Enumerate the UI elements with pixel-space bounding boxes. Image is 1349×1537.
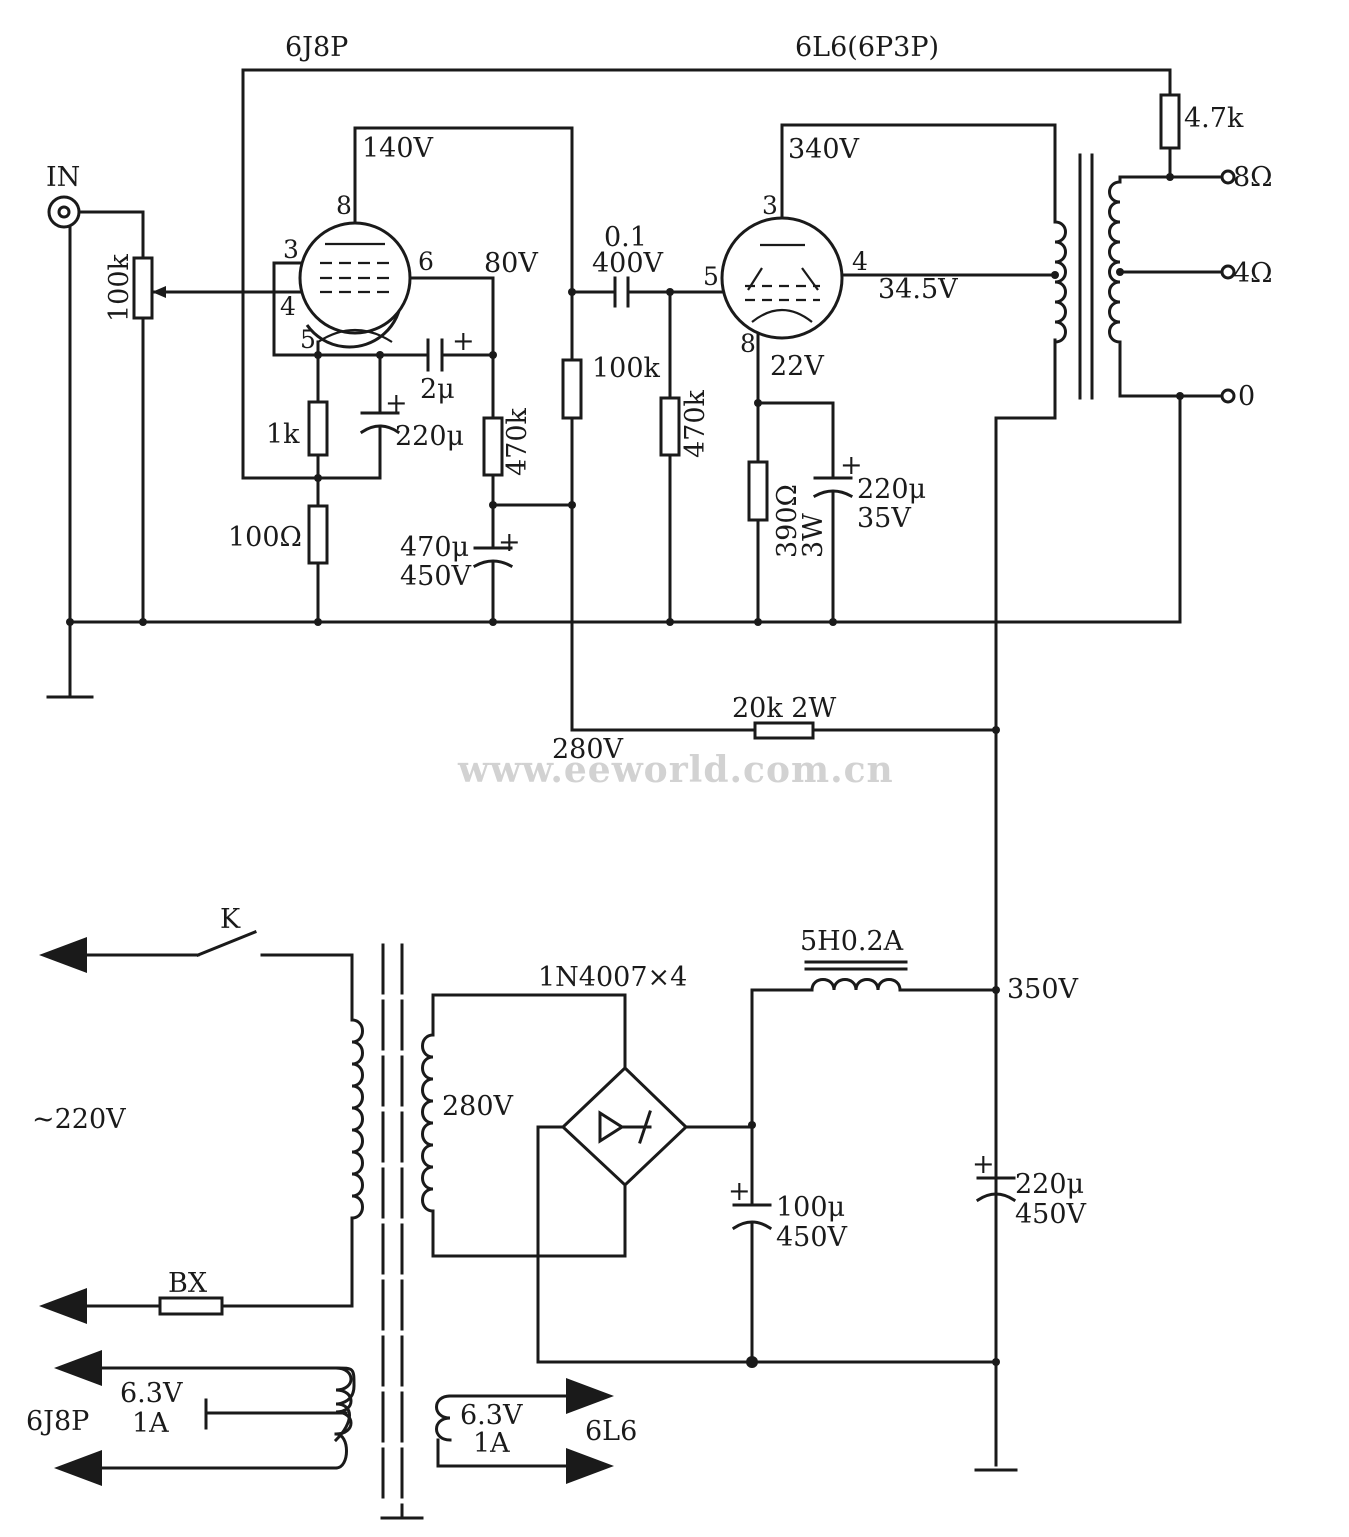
tube-label-6j8p: 6J8P	[285, 32, 348, 63]
label-100k-plate: 100k	[592, 353, 661, 384]
voltage-80v: 80V	[484, 248, 538, 279]
label-heater-left-current: 1A	[132, 1408, 169, 1439]
output-terminal-0[interactable]	[1220, 388, 1236, 404]
svg-text:+: +	[728, 1176, 751, 1207]
label-1k: 1k	[266, 419, 300, 450]
label-4k7: 4.7k	[1184, 103, 1244, 134]
resistor-4k7	[1159, 93, 1181, 150]
tube-6l6	[720, 216, 844, 340]
label-2u: 2μ	[420, 374, 455, 405]
fuse-bx	[158, 1296, 224, 1316]
label-fuse: BX	[168, 1268, 208, 1299]
pot-label: 100k	[104, 253, 135, 322]
label-output-0: 0	[1238, 381, 1255, 412]
input-jack[interactable]	[47, 195, 81, 229]
label-220u-supply: 220μ	[1015, 1169, 1084, 1200]
pin-pre-3: 3	[283, 235, 299, 264]
output-transformer	[1053, 153, 1122, 400]
voltage-280v-node: 280V	[552, 734, 624, 765]
label-220u-supply-voltage: 450V	[1015, 1199, 1087, 1230]
label-0u1-voltage: 400V	[592, 248, 664, 279]
svg-text:+: +	[452, 326, 475, 357]
label-0u1: 0.1	[604, 222, 647, 253]
label-390ohm-watt: 3W	[798, 513, 829, 558]
svg-text:+: +	[385, 388, 408, 419]
voltage-34-5v: 34.5V	[878, 274, 958, 305]
pin-pre-6: 6	[418, 247, 434, 276]
pin-pre-8: 8	[336, 191, 352, 220]
volume-potentiometer[interactable]	[132, 256, 154, 320]
label-20k-2w: 20k 2W	[732, 693, 836, 724]
voltage-340v: 340V	[788, 134, 860, 165]
label-bridge: 1N4007×4	[538, 962, 687, 993]
resistor-470k-grid	[659, 396, 681, 457]
voltage-280v-secondary: 280V	[442, 1091, 514, 1122]
input-label: IN	[46, 162, 80, 193]
capacitor-2u	[426, 338, 444, 372]
voltage-22v: 22V	[770, 351, 824, 382]
svg-text:+: +	[972, 1149, 995, 1180]
capacitor-220u-35v	[812, 476, 854, 499]
label-heater-right-tube: 6L6	[585, 1416, 637, 1447]
svg-text:+: +	[498, 527, 521, 558]
label-220u-35v: 220μ	[857, 474, 926, 505]
label-heater-right-voltage: 6.3V	[460, 1400, 523, 1431]
output-terminal-8ohm[interactable]	[1220, 169, 1236, 185]
label-choke: 5H0.2A	[800, 926, 904, 957]
pin-pre-5: 5	[300, 325, 316, 354]
label-470u: 470μ	[400, 532, 469, 563]
voltage-140v: 140V	[362, 133, 434, 164]
pin-pow-3: 3	[762, 191, 778, 220]
label-390ohm: 390Ω	[772, 484, 803, 558]
svg-text:+: +	[840, 450, 863, 481]
label-100u: 100μ	[776, 1192, 845, 1223]
pin-pow-8: 8	[740, 329, 756, 358]
pin-pow-5: 5	[703, 262, 719, 291]
power-supply-wiring	[39, 930, 1018, 1520]
resistor-390ohm	[747, 460, 769, 522]
capacitor-470u	[472, 546, 514, 569]
capacitor-220u-cathode	[359, 411, 401, 435]
watermark: www.eeworld.com.cn	[457, 749, 894, 791]
resistor-470k-screen	[482, 416, 504, 477]
resistor-20k-2w	[753, 721, 815, 740]
label-220u-cathode: 220μ	[395, 421, 464, 452]
tube-label-6l6: 6L6(6P3P)	[795, 32, 939, 63]
label-output-8ohm: 8Ω	[1233, 162, 1273, 193]
label-470k-grid: 470k	[680, 389, 711, 458]
label-heater-left-tube: 6J8P	[26, 1406, 89, 1437]
pin-pre-4: 4	[280, 292, 296, 321]
pin-pow-4: 4	[852, 247, 868, 276]
label-100u-voltage: 450V	[776, 1222, 848, 1253]
mains-label: ~220V	[32, 1104, 126, 1135]
label-470u-voltage: 450V	[400, 561, 472, 592]
output-terminal-4ohm[interactable]	[1220, 264, 1236, 280]
label-100ohm: 100Ω	[228, 522, 302, 553]
resistor-100ohm	[307, 504, 329, 565]
label-switch: K	[220, 904, 241, 935]
capacitor-0u1	[613, 276, 630, 308]
voltage-350v: 350V	[1007, 974, 1079, 1005]
label-220u-35v-voltage: 35V	[857, 503, 911, 534]
resistor-1k	[307, 400, 329, 457]
amplifier-wiring	[46, 68, 1224, 1467]
tube-6j8p	[298, 221, 412, 349]
label-heater-left-voltage: 6.3V	[120, 1378, 183, 1409]
label-470k-screen: 470k	[502, 407, 533, 476]
resistor-100k-plate	[561, 358, 583, 420]
label-output-4ohm: 4Ω	[1233, 258, 1273, 289]
label-heater-right-current: 1A	[473, 1428, 510, 1459]
